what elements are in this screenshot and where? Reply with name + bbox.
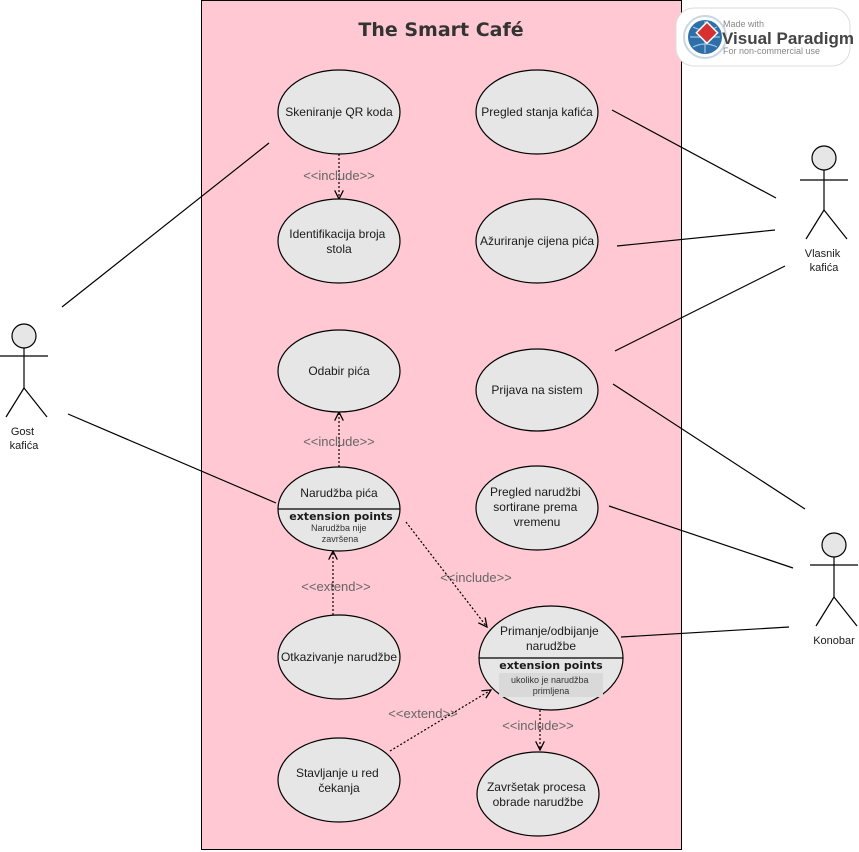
use-case-order-drink[interactable]: Narudžba pića extension points Narudžba … [277, 466, 401, 552]
visual-paradigm-watermark: Made with Visual Paradigm For non-commer… [675, 7, 854, 67]
use-case-login[interactable]: Prijava na sistem [475, 348, 599, 432]
assoc-owner-login [614, 265, 786, 352]
include-label-accept-finish: <<include>> [502, 718, 574, 733]
svg-text:Gost kafića: Gost kafića [10, 426, 40, 452]
use-case-label: obrade narudžbe [493, 795, 584, 809]
assoc-owner-prices [616, 229, 776, 247]
svg-text:Otkazivanje narudžbe: Otkazivanje narudžbe [281, 650, 397, 664]
use-case-orders-by-time[interactable]: Pregled narudžbi sortirane prema vremenu [475, 465, 599, 551]
use-case-table-id[interactable]: Identifikacija broja stola [277, 198, 401, 284]
extension-point-text: završena [322, 534, 359, 544]
use-case-label: Završetak procesa [487, 780, 586, 794]
extend-label-queue-accept: <<extend>> [388, 706, 457, 721]
use-case-label: Stavljanje u red [296, 766, 379, 780]
svg-text:Identifikacija broja sto: Identifikacija broja stola [289, 227, 388, 256]
assoc-guest-scan [61, 142, 270, 308]
extend-label-cancel-order: <<extend>> [301, 579, 370, 594]
use-case-queue[interactable]: Stavljanje u red čekanja [277, 737, 401, 823]
actor-waiter[interactable]: Konobar [810, 532, 858, 647]
assoc-waiter-accept [620, 626, 790, 638]
use-case-label: Identifikacija broja [289, 227, 385, 241]
extension-points-title: extension points [289, 510, 393, 523]
svg-text:Konobar: Konobar [813, 635, 855, 647]
use-case-label: čekanja [318, 781, 360, 795]
svg-text:Narudžba nije završena: Narudžba nije završena [311, 523, 369, 544]
use-case-finish-processing[interactable]: Završetak procesa obrade narudžbe [476, 751, 600, 837]
actor-label: kafića [10, 440, 40, 452]
use-case-label: vremenu [514, 515, 561, 529]
assoc-waiter-login [612, 383, 806, 510]
actor-label: kafića [810, 262, 840, 274]
extension-points-title: extension points [499, 659, 603, 672]
use-case-label: Odabir pića [308, 364, 370, 378]
svg-text:Odabir pića: Odabir pića [308, 364, 370, 378]
stereotype-labels: <<include>> <<include>> <<extend>> <<inc… [301, 168, 573, 733]
dependencies [333, 154, 540, 752]
system-title: The Smart Café [358, 19, 523, 41]
svg-text:Prijava na sistem: Prijava na sistem [491, 383, 582, 397]
svg-text:Skeniranje QR koda: Skeniranje QR koda [285, 105, 393, 119]
include-label-scan-table: <<include>> [303, 168, 375, 183]
actor-guest[interactable]: Gost kafića [0, 323, 48, 452]
include-label-order-choose: <<include>> [303, 434, 375, 449]
use-case-label: Pregled stanja kafića [481, 105, 593, 119]
svg-text:Pregled stanja kafića: Pregled stanja kafića [481, 105, 593, 119]
use-case-scan-qr[interactable]: Skeniranje QR koda [277, 69, 401, 155]
watermark-brand: Visual Paradigm [722, 29, 854, 48]
use-case-cancel-order[interactable]: Otkazivanje narudžbe [277, 614, 401, 700]
extension-point-text: Narudžba nije [311, 523, 367, 533]
assoc-waiter-orders [608, 505, 794, 569]
use-case-label: stola [326, 242, 352, 256]
actor-label: Vlasnik [805, 248, 841, 260]
visual-paradigm-logo-icon [683, 15, 727, 59]
use-case-label: Pregled narudžbi [490, 485, 581, 499]
svg-text:Pregled narudžbi sortira: Pregled narudžbi sortirane prema vremenu [490, 485, 584, 529]
actor-label: Konobar [813, 635, 855, 647]
use-case-label: narudžbe [526, 639, 576, 653]
svg-text:ukoliko je narudžba prim: ukoliko je narudžba primljena [511, 675, 591, 696]
extension-point-text: primljena [533, 686, 570, 696]
watermark-license: For non-commercial use [723, 46, 820, 56]
actor-owner[interactable]: Vlasnik kafića [800, 145, 848, 274]
use-case-choose-drink[interactable]: Odabir pića [277, 329, 401, 413]
extension-point-text: ukoliko je narudžba [511, 675, 589, 685]
svg-text:Stavljanje u red čekanja: Stavljanje u red čekanja [296, 766, 382, 795]
watermark-made-with: Made with [723, 19, 764, 29]
svg-text:Primanje/odbijanje narud: Primanje/odbijanje narudžbe [500, 624, 602, 653]
use-case-accept-reject[interactable]: Primanje/odbijanje narudžbe extension po… [478, 605, 624, 711]
svg-text:Ažuriranje cijena pića: Ažuriranje cijena pića [480, 234, 594, 248]
svg-text:Narudžba pića: Narudžba pića [300, 486, 378, 500]
use-case-label: sortirane prema [493, 500, 577, 514]
svg-text:Vlasnik kafića: Vlasnik kafića [805, 248, 844, 274]
actor-label: Gost [11, 426, 34, 438]
use-case-label: Ažuriranje cijena pića [480, 234, 594, 248]
stick-figure-icon [800, 145, 848, 240]
use-case-label: Skeniranje QR koda [285, 105, 393, 119]
system-boundary: The Smart Café [201, 0, 682, 850]
stick-figure-icon [0, 323, 48, 418]
stick-figure-icon [810, 532, 858, 627]
assoc-owner-status [611, 109, 777, 199]
extension-point-highlight [499, 673, 603, 697]
include-label-order-accept: <<include>> [440, 570, 512, 585]
assoc-guest-order [67, 413, 277, 504]
svg-text:Završetak procesa obrade: Završetak procesa obrade narudžbe [487, 780, 589, 809]
use-case-label: Prijava na sistem [491, 383, 582, 397]
use-case-update-prices[interactable]: Ažuriranje cijena pića [475, 198, 599, 284]
use-case-label: Narudžba pića [300, 486, 378, 500]
use-case-label: Otkazivanje narudžbe [281, 650, 397, 664]
use-case-label: Primanje/odbijanje [500, 624, 599, 638]
use-case-cafe-status[interactable]: Pregled stanja kafića [475, 69, 599, 155]
associations [61, 109, 806, 638]
